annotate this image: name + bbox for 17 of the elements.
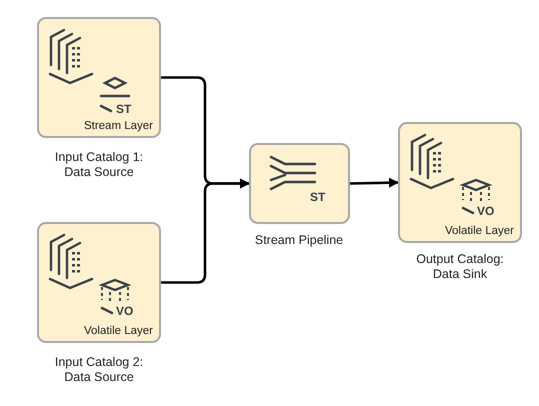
catalog-box xyxy=(398,122,522,243)
layer-label: Volatile Layer xyxy=(84,325,153,337)
layer-code: ST xyxy=(310,190,326,204)
layer-label: Stream Layer xyxy=(84,120,153,132)
node-caption: Input Catalog 2: Data Source xyxy=(54,355,144,385)
node-caption: Output Catalog: Data Sink xyxy=(415,252,505,282)
layer-code: VO xyxy=(116,304,134,318)
node-caption: Stream Pipeline xyxy=(254,233,344,248)
catalog-box xyxy=(37,17,161,138)
pipeline-box xyxy=(249,143,350,224)
arrow xyxy=(161,178,250,284)
layer-label: Volatile Layer xyxy=(444,225,514,237)
node-caption: Input Catalog 1: Data Source xyxy=(54,150,144,180)
arrow xyxy=(350,178,399,188)
layer-code: ST xyxy=(116,102,132,116)
layer-code: VO xyxy=(477,204,494,218)
catalog-box xyxy=(37,222,161,343)
